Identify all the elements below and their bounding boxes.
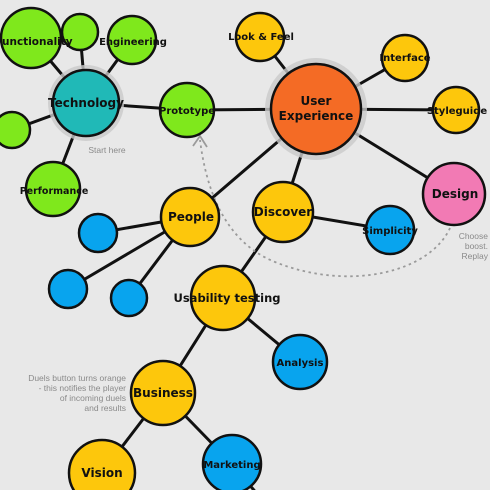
interface-node[interactable] xyxy=(380,33,430,83)
analysis-node[interactable] xyxy=(271,333,329,391)
prototype-node[interactable] xyxy=(158,81,216,139)
duels-note-line1: Duels button turns orange xyxy=(28,373,126,383)
left-green-node[interactable] xyxy=(0,110,32,150)
engineering-top-node[interactable] xyxy=(60,12,100,52)
people-blue-node-1[interactable] xyxy=(77,212,119,254)
styleguide-node[interactable] xyxy=(431,85,481,135)
user-experience-label-line1: User xyxy=(301,94,332,108)
look-and-feel-node[interactable] xyxy=(234,11,286,63)
technology-label: Technology xyxy=(48,96,124,110)
performance-label: Performance xyxy=(20,186,89,197)
dashed-return-arrow xyxy=(199,139,451,278)
user-experience-node[interactable] xyxy=(269,62,363,156)
engineering-node[interactable] xyxy=(106,14,158,66)
marketing-label: Marketing xyxy=(203,460,260,471)
people-blue-node-3[interactable] xyxy=(109,278,149,318)
vision-label: Vision xyxy=(81,466,122,480)
prototype-label: Prototype xyxy=(159,106,215,117)
duels-note-line4: and results xyxy=(84,403,126,413)
choose-boost-note-line3: Replay xyxy=(462,251,489,261)
look-and-feel-label: Look & Feel xyxy=(228,32,294,43)
interface-label: Interface xyxy=(379,53,430,64)
user-experience-label-line2: Experience xyxy=(279,109,354,123)
choose-boost-note-line1: Choose xyxy=(459,231,489,241)
engineering-label: Engineering xyxy=(99,37,167,48)
analysis-label: Analysis xyxy=(277,358,324,369)
duels-note-line3: of incoming duels xyxy=(60,393,126,403)
discover-node[interactable] xyxy=(251,180,315,244)
functionality-label: Functionality xyxy=(0,36,73,48)
arrow-head-icon xyxy=(192,134,208,148)
vision-node[interactable] xyxy=(67,438,137,490)
people-label: People xyxy=(168,210,214,224)
business-label: Business xyxy=(133,386,193,400)
business-node[interactable] xyxy=(129,359,197,427)
simplicity-node[interactable] xyxy=(364,204,416,256)
duels-note-line2: - this notifies the player xyxy=(39,383,127,393)
styleguide-label: Styleguide xyxy=(427,106,488,117)
technology-node[interactable] xyxy=(51,68,121,138)
choose-boost-note-line2: boost. xyxy=(465,241,488,251)
simplicity-label: Simplicity xyxy=(362,226,418,237)
people-node[interactable] xyxy=(159,186,221,248)
usability-testing-label: Usability testing xyxy=(174,291,281,305)
people-blue-node-2[interactable] xyxy=(47,268,89,310)
performance-node[interactable] xyxy=(24,160,82,218)
marketing-node[interactable] xyxy=(201,433,263,490)
design-node[interactable] xyxy=(421,161,487,227)
discover-label: Discover xyxy=(254,205,313,219)
start-here-note: Start here xyxy=(88,145,126,155)
functionality-node[interactable] xyxy=(0,6,63,70)
design-label: Design xyxy=(432,187,479,201)
usability-testing-node[interactable] xyxy=(189,264,257,332)
